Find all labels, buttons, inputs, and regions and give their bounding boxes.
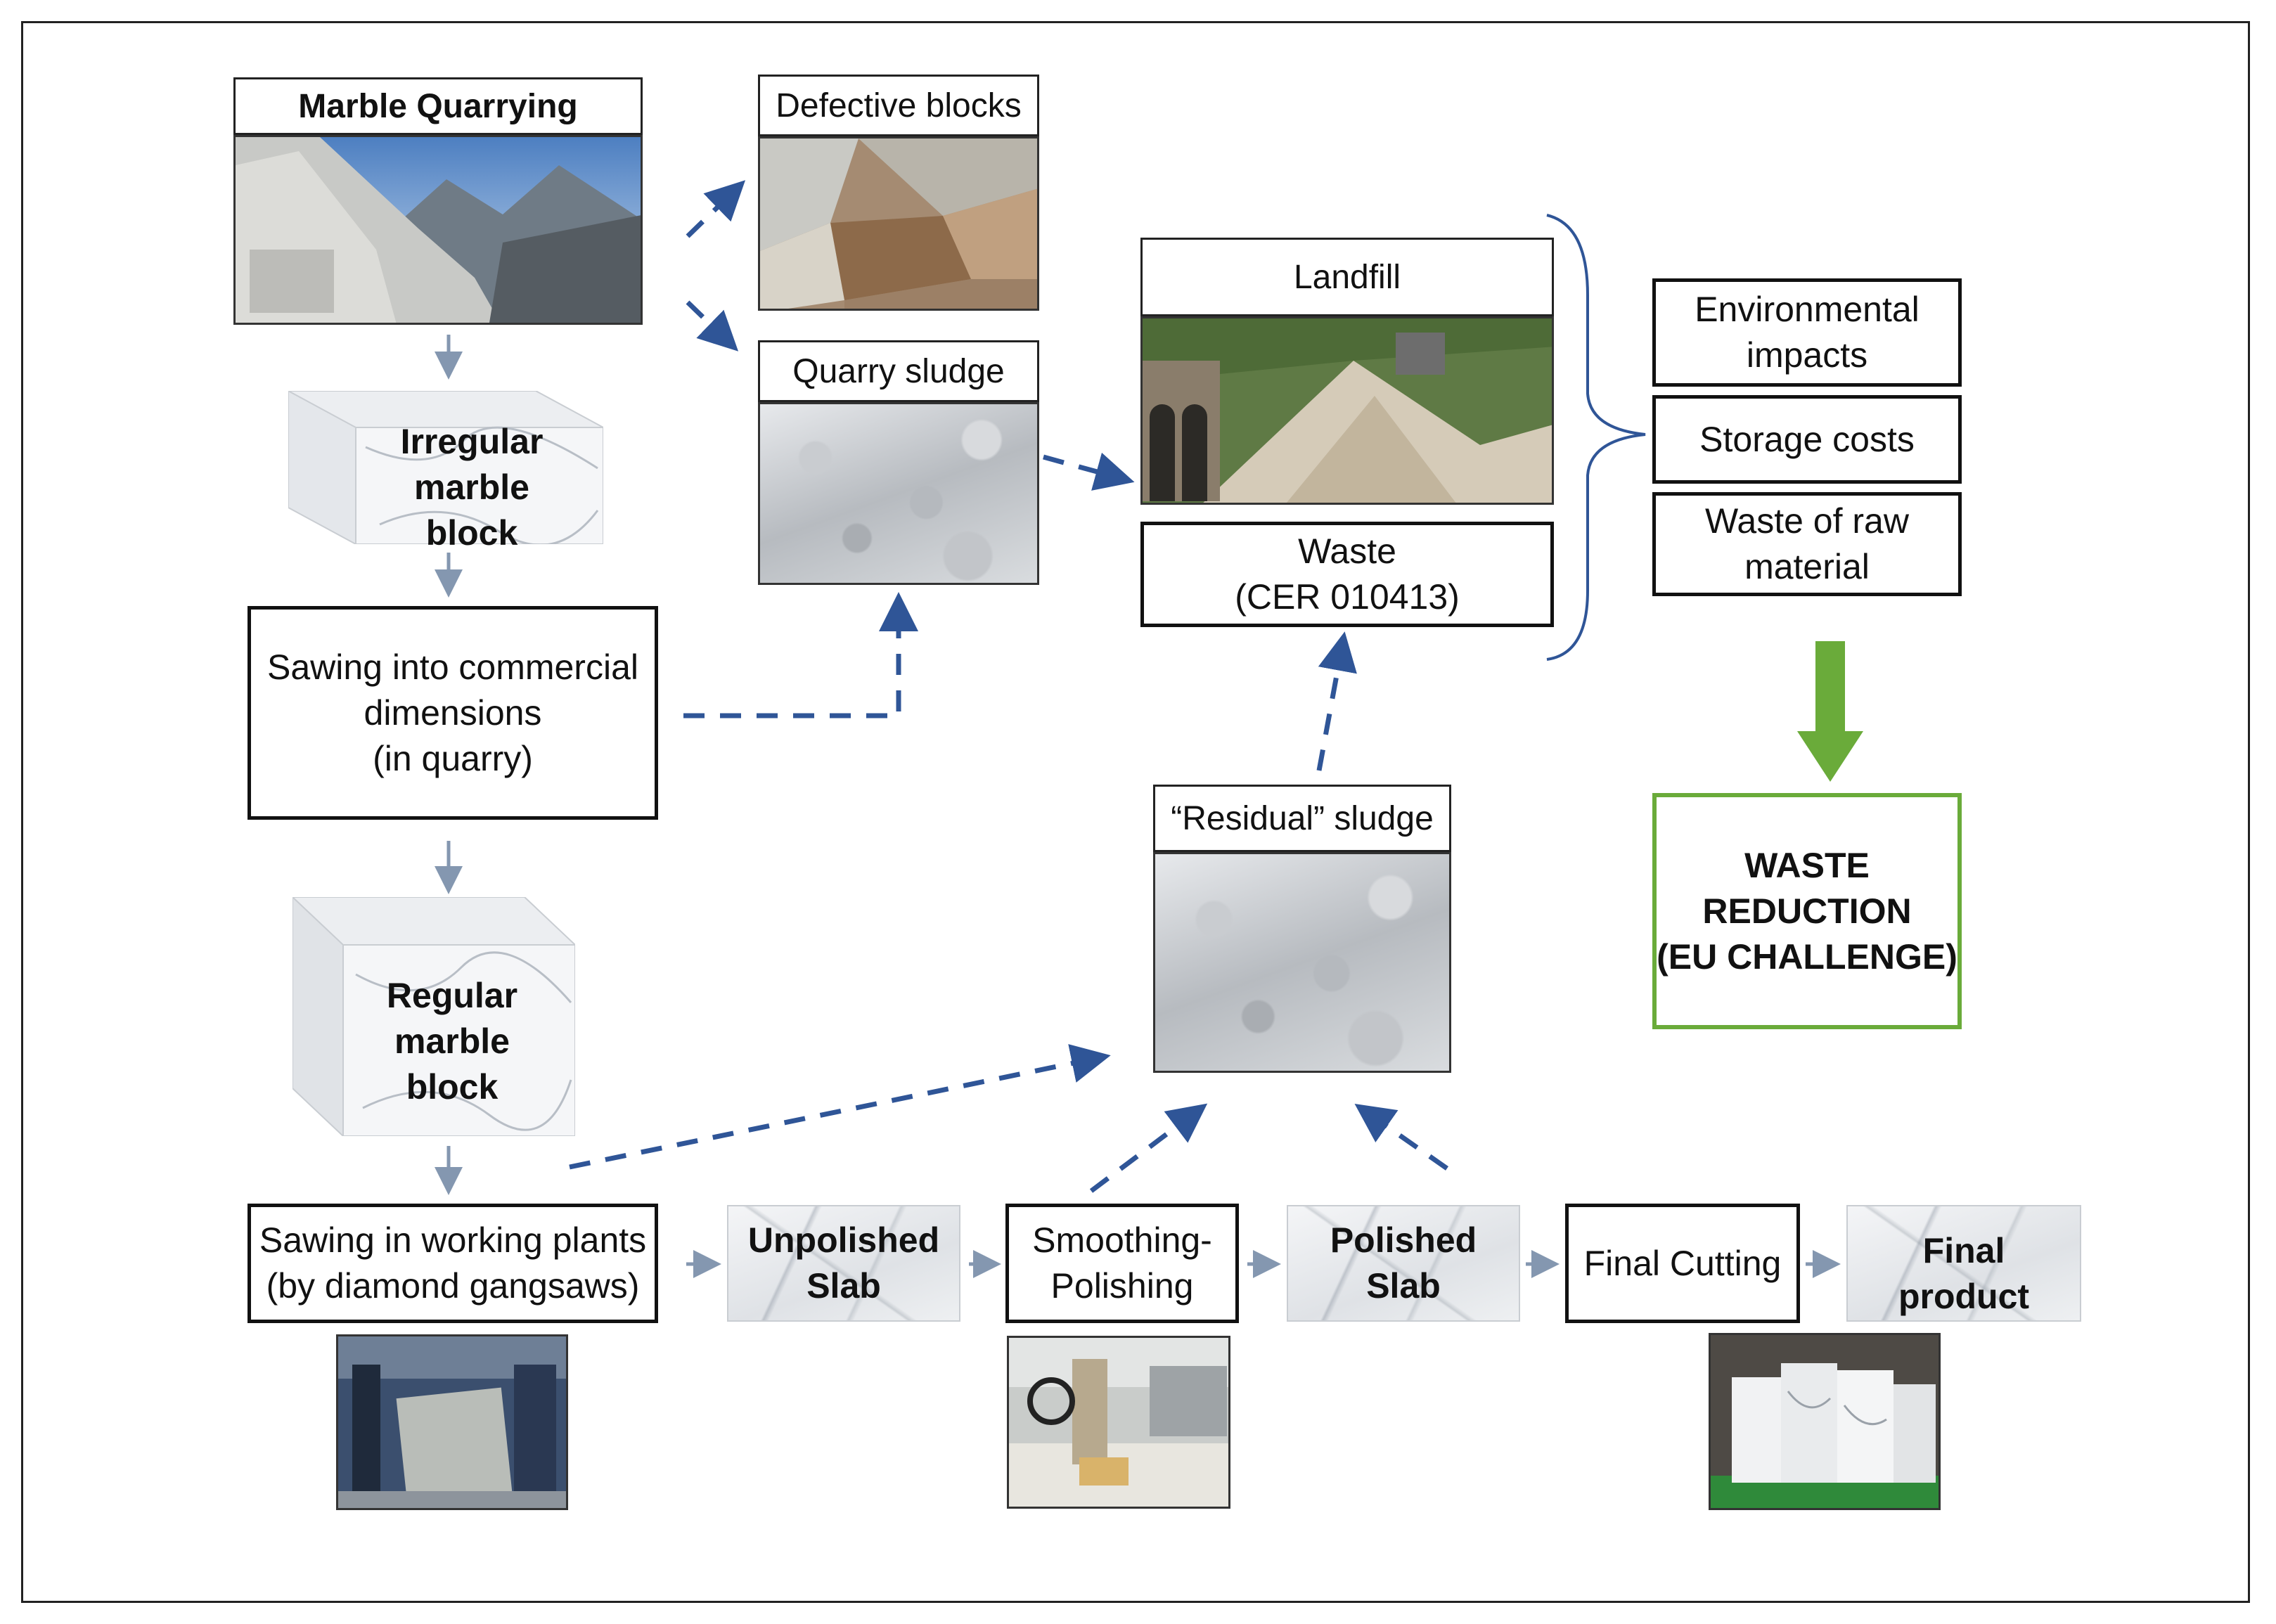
quarry-sludge-header: Quarry sludge	[758, 340, 1039, 402]
sawing-plants-box: Sawing in working plants(by diamond gang…	[247, 1204, 658, 1323]
landfill-photo	[1140, 316, 1554, 505]
landfill-header: Landfill	[1140, 238, 1554, 316]
residual-sludge-header: “Residual” sludge	[1153, 785, 1451, 852]
final-cutting-box: Final Cutting	[1565, 1204, 1800, 1323]
marble-quarrying-header: Marble Quarrying	[233, 77, 643, 135]
polishing-machine-photo	[1007, 1336, 1230, 1509]
defective-blocks-photo	[758, 136, 1039, 311]
quarry-photo	[233, 135, 643, 325]
gangsaw-photo	[336, 1334, 568, 1510]
waste-dashed-arrows	[569, 180, 1449, 1193]
residual-sludge-photo	[1153, 852, 1451, 1073]
diagram-frame	[21, 21, 2250, 1603]
defective-blocks-header: Defective blocks	[758, 75, 1039, 136]
waste-box: Waste(CER 010413)	[1140, 522, 1554, 627]
green-down-arrow	[1797, 641, 1863, 782]
flow-arrows	[435, 335, 1841, 1278]
final-product-photo	[1709, 1333, 1941, 1510]
grouping-brace	[1546, 214, 1646, 661]
smoothing-polishing-box: Smoothing-Polishing	[1005, 1204, 1239, 1323]
storage-costs-box: Storage costs	[1652, 395, 1962, 484]
quarry-sludge-photo	[758, 402, 1039, 585]
